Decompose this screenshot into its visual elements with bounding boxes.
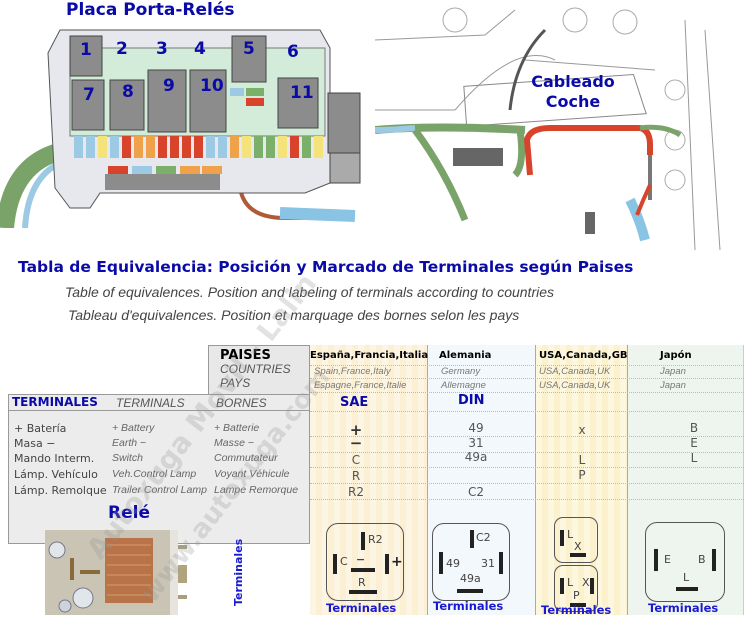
row-label-es: Mando Interm. — [14, 452, 95, 465]
country-header-din-en: Germany — [441, 366, 481, 377]
heading-spanish: Tabla de Equivalencia: Posición y Marcad… — [18, 258, 634, 276]
row-label-en: Trailer Control Lamp — [112, 484, 207, 496]
countries-label-es: PAISES — [220, 348, 271, 363]
relay-number: 2 — [116, 39, 128, 59]
terminals-caption-japan: Terminales — [648, 601, 719, 615]
value-din: 49a — [464, 450, 488, 464]
relay-number: 7 — [83, 85, 95, 105]
relay-terminals-label: Terminales — [232, 530, 248, 610]
value-japan: B — [689, 421, 699, 435]
relay-photo — [45, 530, 187, 618]
country-header-japan-en: Japan — [660, 366, 686, 377]
car-wiring-drawing — [374, 7, 721, 251]
row-label-es: Lámp. Remolque — [14, 484, 107, 497]
row-label-fr: Commutateur — [214, 452, 278, 464]
country-header-din: Alemania — [439, 350, 492, 361]
row-label-es: Lámp. Vehículo — [14, 468, 98, 481]
row-label-en: Veh.Control Lamp — [112, 468, 197, 480]
terminals-header-fr: BORNES — [216, 396, 267, 410]
terminals-header-es: TERMINALES — [12, 395, 98, 409]
row-label-es: + Batería — [14, 422, 67, 435]
value-din: 31 — [468, 436, 484, 450]
relay-number: 4 — [194, 39, 206, 59]
pin-diagram-usa-a: L X — [554, 517, 598, 563]
relay-photo-drawing — [45, 530, 187, 615]
terminals-caption-din: Terminales — [433, 599, 504, 613]
heading-english: Table of equivalences. Position and labe… — [65, 284, 555, 300]
relay-number: 3 — [156, 39, 168, 59]
value-sae: + — [349, 421, 363, 439]
relay-number: 8 — [122, 82, 134, 102]
country-header-din-fr: Allemagne — [441, 380, 486, 391]
country-header-usa: USA,Canada,GB — [539, 350, 628, 361]
relay-terminals-text: Terminales — [232, 538, 245, 606]
value-din: C2 — [467, 485, 484, 499]
relay-number: 11 — [290, 83, 314, 103]
pin-diagram-japan: E B L — [645, 522, 725, 602]
country-header-usa-en: USA,Canada,UK — [539, 366, 611, 377]
terminals-caption-sae: Terminales — [326, 601, 397, 615]
car-wiring-label-line2: Coche — [545, 92, 601, 111]
country-header-sae: España,Francia,Italia — [310, 350, 429, 361]
row-label-fr: Masse − — [214, 437, 254, 449]
pin-diagram-din: C2 49 31 49a — [432, 523, 510, 601]
relay-number: 10 — [200, 76, 224, 96]
relay-number: 5 — [243, 39, 255, 59]
value-usa: x — [578, 423, 586, 437]
car-wiring-illustration — [374, 0, 750, 251]
value-din: 49 — [468, 421, 484, 435]
row-label-fr: + Batterie — [214, 422, 260, 434]
row-label-en: Earth − — [112, 437, 147, 449]
value-japan: L — [690, 451, 698, 465]
standard-sae: SAE — [340, 395, 369, 410]
terminals-label-box — [8, 394, 310, 544]
row-label-en: + Battery — [112, 422, 155, 434]
row-label-en: Switch — [112, 452, 143, 464]
standard-din: DIN — [458, 393, 485, 408]
value-japan: E — [690, 436, 698, 450]
row-label-fr: Lampe Remorque — [214, 484, 299, 496]
pin-diagram-usa-b: L X P — [554, 565, 598, 612]
country-header-usa-fr: USA,Canada,UK — [539, 380, 611, 391]
country-header-japan-fr: Japan — [660, 380, 686, 391]
heading-french: Tableau d'equivalences. Position et marq… — [68, 307, 520, 323]
value-sae: C — [351, 453, 361, 467]
value-sae: − — [349, 434, 363, 452]
board-title: Placa Porta-Relés — [66, 0, 235, 20]
relay-board-illustration: 1 2 3 4 5 6 7 8 9 10 11 — [0, 18, 375, 229]
car-wiring-label-line1: Cableado — [531, 72, 615, 91]
column-usa-bg — [535, 345, 627, 615]
countries-label-fr: PAYS — [220, 376, 251, 390]
terminals-header-en: TERMINALS — [116, 396, 185, 410]
value-sae: R2 — [348, 485, 364, 499]
country-header-sae-fr: Espagne,France,Italie — [314, 380, 407, 391]
countries-label-en: COUNTRIES — [220, 362, 291, 376]
equivalence-table: PAISES COUNTRIES PAYS TERMINALES TERMINA… — [8, 345, 744, 617]
value-usa: L — [578, 453, 586, 467]
relay-title: Relé — [108, 503, 150, 523]
relay-number: 9 — [163, 76, 175, 96]
value-usa: P — [578, 468, 586, 482]
relay-number: 6 — [287, 42, 299, 62]
country-header-japan: Japón — [660, 350, 692, 361]
row-label-fr: Voyant Véhicule — [214, 468, 290, 480]
row-label-es: Masa − — [14, 437, 56, 450]
value-sae: R — [351, 469, 361, 483]
terminals-caption-usa: Terminales — [541, 603, 612, 617]
relay-number: 1 — [80, 40, 92, 60]
column-din-bg — [427, 345, 535, 615]
relay-board-drawing — [0, 29, 361, 229]
country-header-sae-en: Spain,France,Italy — [314, 366, 391, 377]
pin-diagram-sae: R2 C − + R — [326, 523, 404, 601]
car-wiring-label: Cableado Coche — [522, 72, 624, 112]
